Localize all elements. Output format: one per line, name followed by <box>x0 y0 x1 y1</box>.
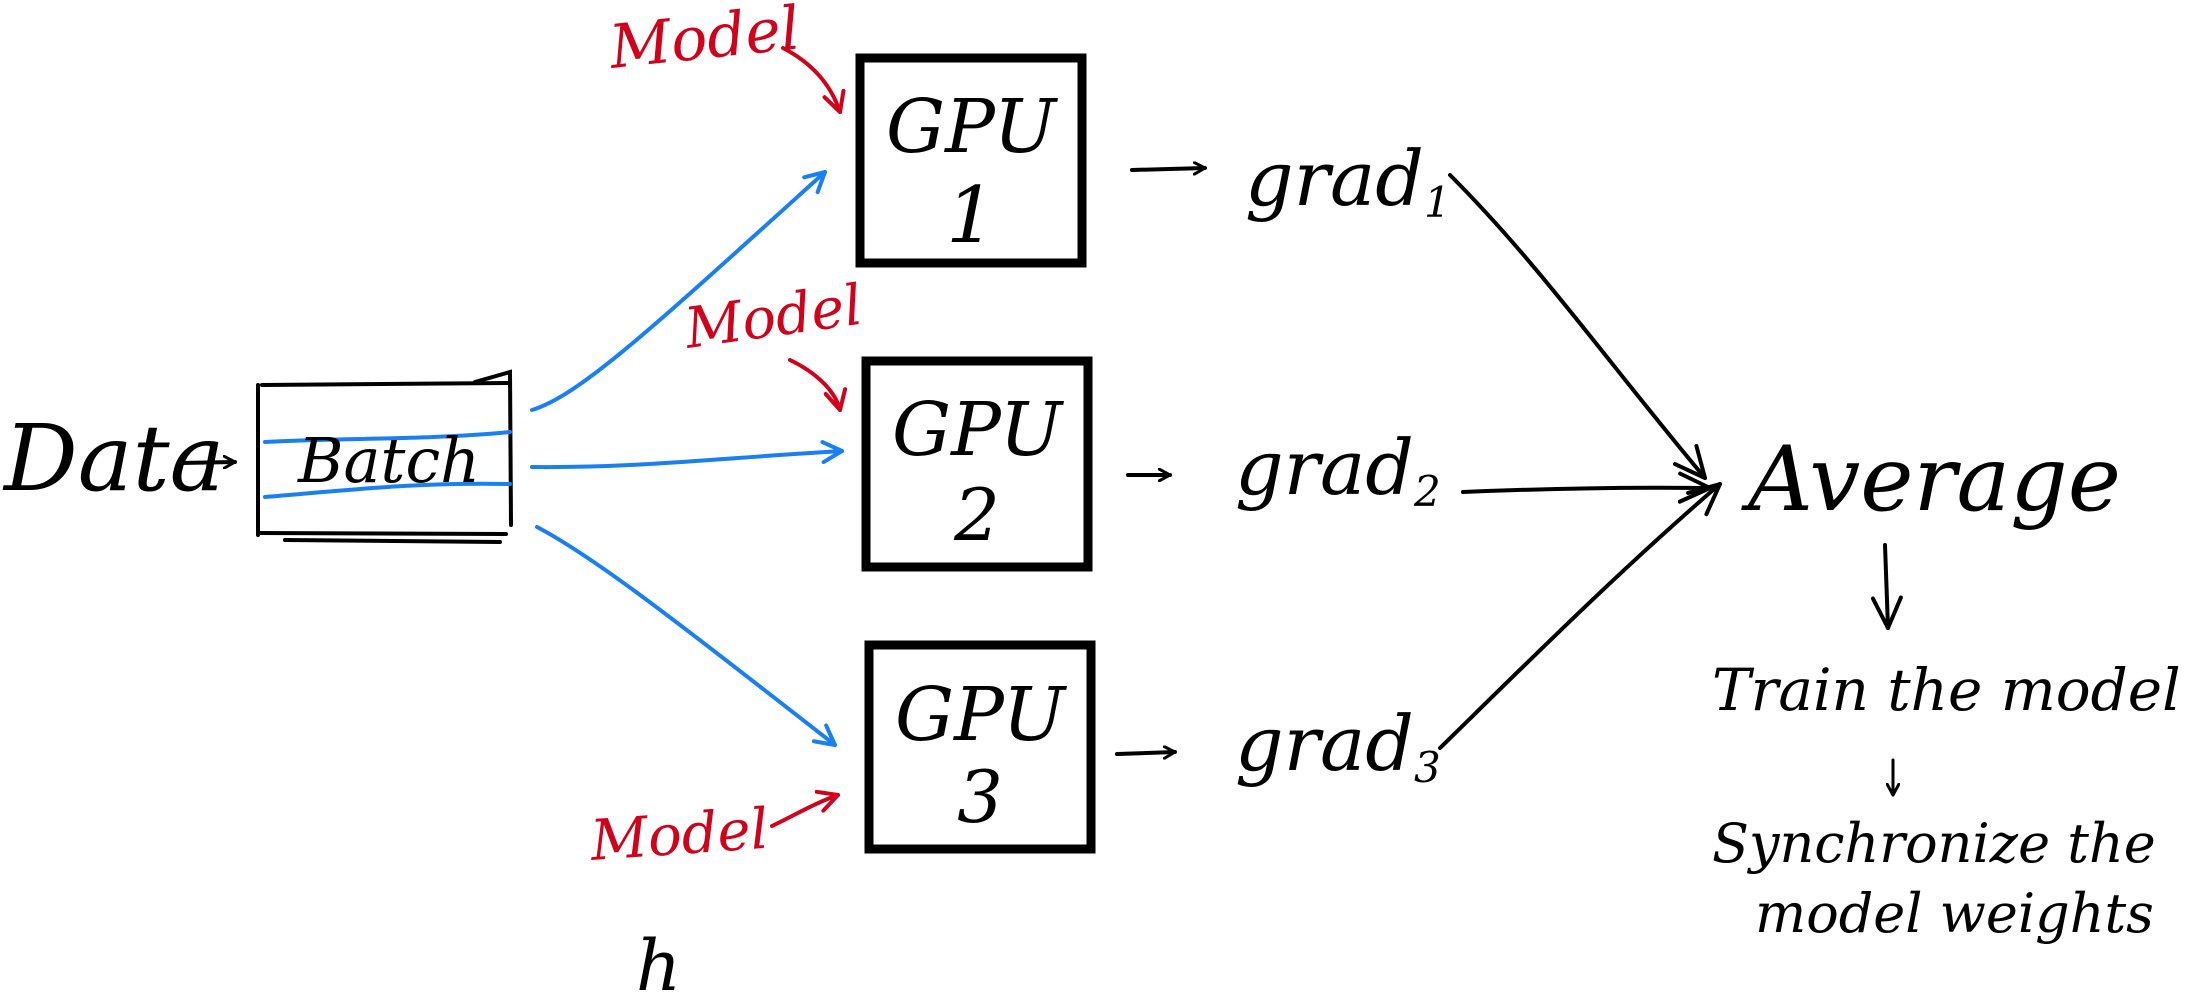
gpu-3-number: 3 <box>957 755 1003 839</box>
grad-1-base: grad <box>1245 134 1424 223</box>
gpu-3-box: GPU 3 <box>864 640 1096 854</box>
average-label: Average <box>1741 427 2121 532</box>
grad-1-subscript: 1 <box>1424 178 1451 227</box>
model-arrow-gpu-3 <box>770 789 840 828</box>
grad-1-to-average-arrow <box>1448 173 1707 480</box>
gpu-1-number: 1 <box>946 171 996 261</box>
split-arrow-gpu-1 <box>530 170 827 412</box>
grad-1-label: grad1 <box>1245 134 1451 227</box>
grad-3-base: grad <box>1235 699 1414 788</box>
gpu-2-title: GPU <box>892 387 1065 473</box>
sync-label-line-2: model weights <box>1755 882 2154 945</box>
gpu-1-title: GPU <box>886 84 1059 170</box>
grad-2-subscript: 2 <box>1413 467 1441 516</box>
grad-2-to-average-arrow <box>1461 471 1712 504</box>
data-to-batch-arrow <box>178 462 237 463</box>
model-label-gpu-3: Model <box>587 797 770 874</box>
gpu-3-title: GPU <box>895 672 1068 758</box>
batch-label: Batch <box>297 424 480 497</box>
grad-3-subscript: 3 <box>1414 743 1441 792</box>
gpu-3-to-grad-arrow <box>1115 752 1177 754</box>
model-label-gpu-2: Model <box>680 273 866 362</box>
grad-3-to-average-arrow <box>1438 482 1722 750</box>
average-to-train-arrow <box>1870 543 1903 630</box>
gpu-1-to-grad-arrow <box>1130 168 1207 170</box>
gpu-2-number: 2 <box>953 473 1000 557</box>
batch-split-line-top <box>263 430 512 444</box>
split-arrow-gpu-3 <box>535 525 837 747</box>
model-arrow-gpu-2 <box>788 358 848 412</box>
sync-label-line-1: Synchronize the <box>1712 812 2156 875</box>
gpu-2-box: GPU 2 <box>861 356 1093 572</box>
grad-2-label: grad2 <box>1235 423 1441 516</box>
grad-2-base: grad <box>1235 423 1414 512</box>
train-label: Train the model <box>1712 656 2181 724</box>
grad-3-label: grad3 <box>1235 699 1441 792</box>
batch-box: Batch <box>256 369 513 544</box>
batch-split-line-bottom <box>263 481 512 499</box>
gpu-1-box: GPU 1 <box>855 53 1087 268</box>
data-label: Data <box>2 405 224 512</box>
split-arrow-gpu-2 <box>530 440 844 470</box>
model-arrow-gpu-1 <box>781 46 846 114</box>
model-label-gpu-1: Model <box>605 0 803 83</box>
stray-mark: h <box>636 925 681 999</box>
